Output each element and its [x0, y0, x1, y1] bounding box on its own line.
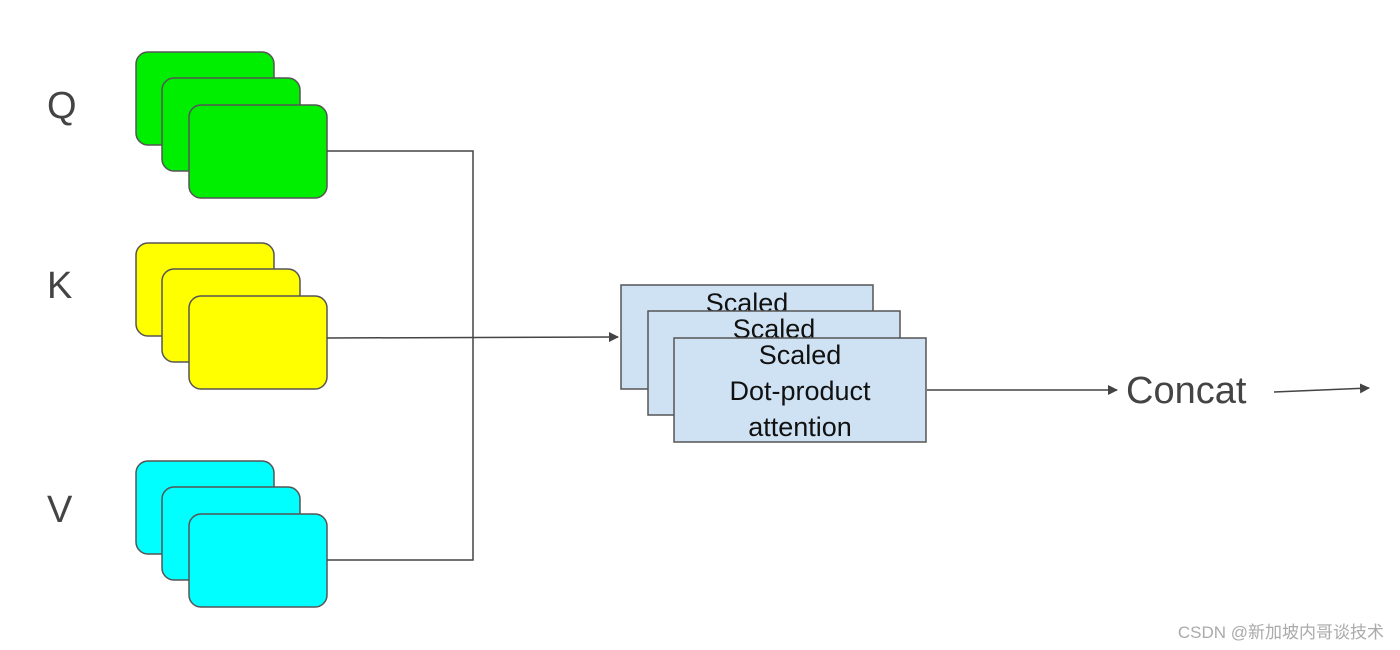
q-connector [327, 150, 474, 561]
k-connector [326, 332, 619, 343]
v-stack [135, 460, 328, 608]
concat-output-arrow [1273, 383, 1370, 394]
attention-stack: Scaled Scaled Scaled Dot-product attenti… [620, 284, 927, 443]
v-card-front [188, 513, 328, 608]
attention-front-line-1: Scaled [759, 340, 842, 370]
q-label: Q [47, 85, 77, 127]
q-stack [135, 51, 328, 199]
concat-label: Concat [1126, 370, 1247, 412]
connectors [326, 150, 1370, 561]
watermark: CSDN @新加坡内哥谈技术 [1178, 623, 1384, 642]
k-card-front [188, 295, 328, 390]
attention-front-line-2: Dot-product [729, 376, 871, 406]
attention-front-line-3: attention [748, 412, 852, 442]
q-card-front [188, 104, 328, 199]
k-stack [135, 242, 328, 390]
v-label: V [47, 489, 73, 531]
k-label: K [47, 265, 72, 307]
attention-card-front [673, 337, 927, 443]
